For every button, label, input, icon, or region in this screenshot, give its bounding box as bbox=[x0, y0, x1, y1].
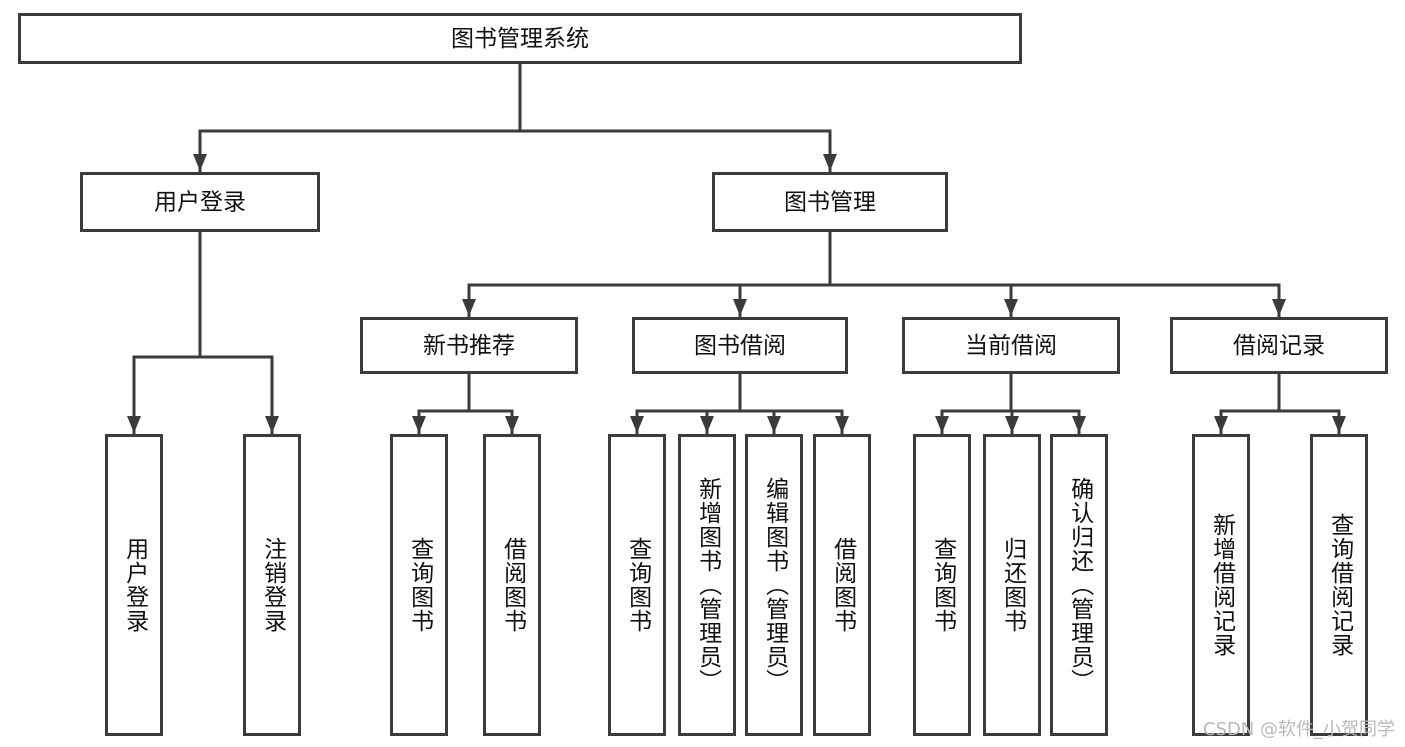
node-box-user-login[interactable] bbox=[80, 172, 320, 232]
node-box-leaf-query-book-3[interactable] bbox=[913, 434, 971, 736]
boxes-layer bbox=[18, 13, 1388, 736]
node-box-leaf-query-book-1[interactable] bbox=[390, 434, 448, 736]
arrowhead-book-manage bbox=[823, 154, 837, 171]
node-box-leaf-return-book[interactable] bbox=[983, 434, 1041, 736]
arrowhead-leaf-query-record bbox=[1332, 416, 1346, 433]
node-label-book-borrow: 图书借阅 bbox=[694, 333, 786, 359]
connectors-layer bbox=[127, 62, 1346, 435]
arrowhead-leaf-add-book bbox=[700, 416, 714, 433]
node-box-borrow-record[interactable] bbox=[1170, 317, 1388, 374]
node-box-leaf-query-book-2[interactable] bbox=[608, 434, 666, 736]
arrowhead-borrow-record bbox=[1272, 299, 1286, 316]
node-label-borrow-record: 借阅记录 bbox=[1233, 333, 1325, 359]
arrowhead-leaf-borrow-book-2 bbox=[835, 416, 849, 433]
arrowhead-leaf-edit-book bbox=[767, 416, 781, 433]
arrowhead-book-borrow bbox=[733, 299, 747, 316]
node-box-book-borrow[interactable] bbox=[632, 317, 848, 374]
arrowhead-leaf-query-book-3 bbox=[935, 416, 949, 433]
node-box-leaf-confirm-return[interactable] bbox=[1050, 434, 1108, 736]
arrowhead-user-login bbox=[193, 154, 207, 171]
node-box-leaf-edit-book[interactable] bbox=[745, 434, 803, 736]
arrowhead-leaf-logout bbox=[265, 416, 279, 433]
arrowhead-leaf-confirm-return bbox=[1072, 416, 1086, 433]
arrowhead-leaf-query-book-2 bbox=[630, 416, 644, 433]
node-label-user-login: 用户登录 bbox=[154, 190, 246, 216]
node-box-leaf-query-record[interactable] bbox=[1310, 434, 1368, 736]
node-box-leaf-user-login[interactable] bbox=[105, 434, 163, 736]
arrowhead-leaf-add-record bbox=[1214, 416, 1228, 433]
node-label-root: 图书管理系统 bbox=[451, 26, 589, 52]
node-box-leaf-add-record[interactable] bbox=[1192, 434, 1250, 736]
node-box-leaf-logout[interactable] bbox=[243, 434, 301, 736]
arrowhead-current-borrow bbox=[1004, 299, 1018, 316]
node-box-leaf-borrow-book-1[interactable] bbox=[483, 434, 541, 736]
node-box-book-manage[interactable] bbox=[712, 172, 948, 232]
arrowhead-leaf-query-book-1 bbox=[412, 416, 426, 433]
node-box-current-borrow[interactable] bbox=[902, 317, 1120, 374]
arrowhead-new-book-recommend bbox=[462, 299, 476, 316]
watermark-text: CSDN @软件_小贺同学 bbox=[1202, 719, 1395, 740]
node-label-current-borrow: 当前借阅 bbox=[965, 333, 1057, 359]
arrowhead-leaf-return-book bbox=[1005, 416, 1019, 433]
node-box-root[interactable] bbox=[18, 13, 1022, 64]
arrowhead-leaf-user-login bbox=[127, 416, 141, 433]
node-label-new-book-recommend: 新书推荐 bbox=[423, 333, 515, 359]
node-box-leaf-add-book[interactable] bbox=[678, 434, 736, 736]
arrowhead-leaf-borrow-book-1 bbox=[505, 416, 519, 433]
node-box-new-book-recommend[interactable] bbox=[360, 317, 578, 374]
node-box-leaf-borrow-book-2[interactable] bbox=[813, 434, 871, 736]
node-label-book-manage: 图书管理 bbox=[784, 190, 876, 216]
